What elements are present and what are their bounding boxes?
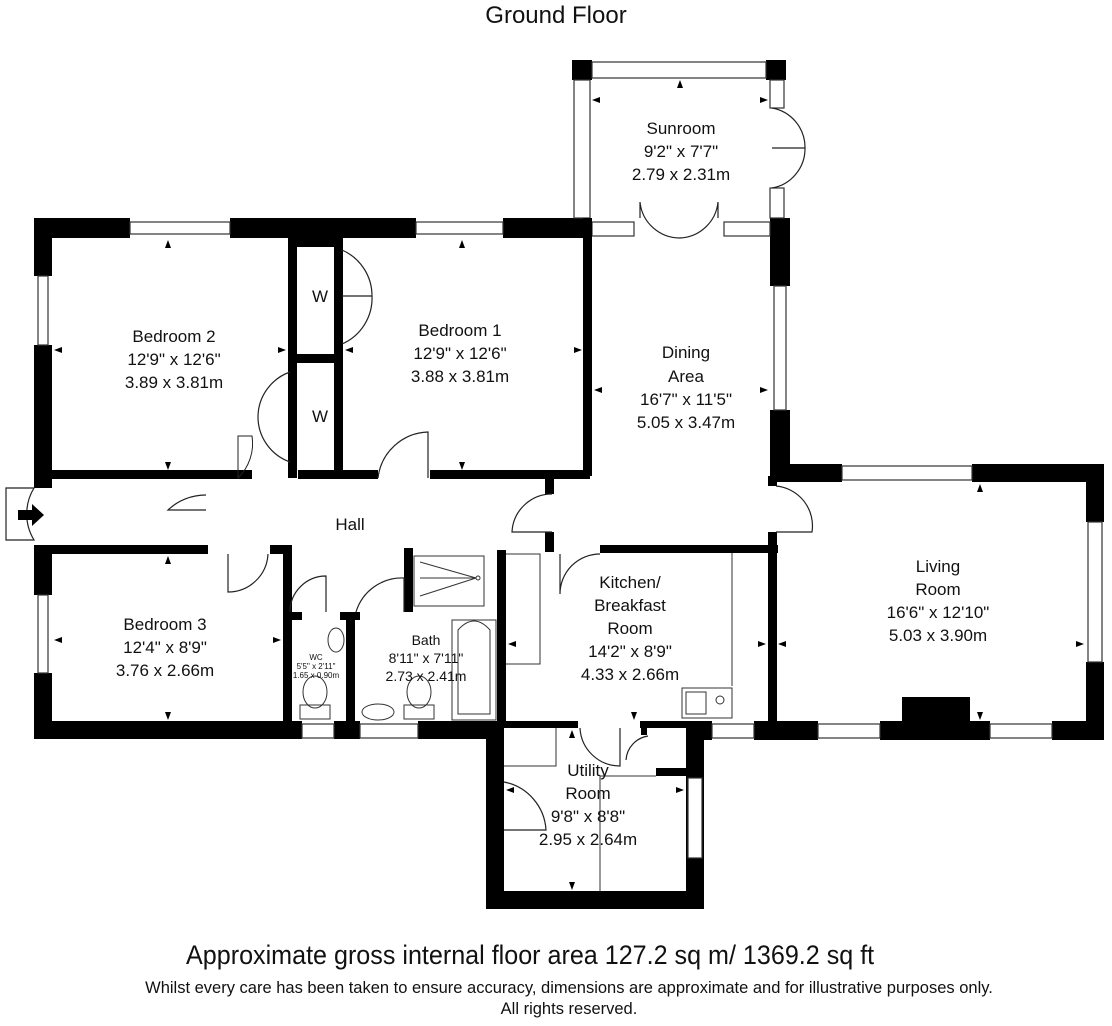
entrance-arrow-icon bbox=[18, 504, 44, 526]
worktop bbox=[506, 553, 541, 665]
floor-title: Ground Floor bbox=[485, 2, 627, 29]
kitchen-name-2: Breakfast bbox=[594, 596, 666, 615]
fireplace-icon bbox=[902, 697, 970, 723]
dining-metric: 5.05 x 3.47m bbox=[637, 413, 735, 432]
disclaimer-line-1: Whilst every care has been taken to ensu… bbox=[145, 979, 993, 997]
bedroom2-name: Bedroom 2 bbox=[132, 327, 215, 346]
dimension-markers bbox=[54, 80, 1084, 890]
living-name-2: Room bbox=[915, 580, 960, 599]
utility-name-1: Utility bbox=[567, 761, 609, 780]
bedroom2-metric: 3.89 x 3.81m bbox=[125, 373, 223, 392]
windows bbox=[37, 61, 1103, 859]
living-metric: 5.03 x 3.90m bbox=[889, 626, 987, 645]
interior-walls bbox=[52, 218, 778, 776]
bathtub-icon bbox=[451, 619, 497, 721]
exterior-walls bbox=[34, 60, 1104, 909]
floor-area-text: Approximate gross internal floor area 12… bbox=[186, 940, 875, 970]
bath-imperial: 8'11" x 7'11" bbox=[389, 650, 464, 666]
doors bbox=[5, 107, 814, 831]
utility-imperial: 9'8" x 8'8" bbox=[551, 807, 625, 826]
bedroom3-metric: 3.76 x 2.66m bbox=[116, 661, 214, 680]
bath-metric: 2.73 x 2.41m bbox=[386, 668, 467, 684]
bedroom3-imperial: 12'4" x 8'9" bbox=[123, 638, 207, 657]
bath-name: Bath bbox=[412, 632, 441, 648]
worktop bbox=[599, 775, 656, 891]
worktop bbox=[504, 728, 557, 767]
kitchen-metric: 4.33 x 2.66m bbox=[581, 665, 679, 684]
shower-tray-icon bbox=[413, 555, 485, 607]
wc-imperial: 5'5" x 2'11" bbox=[297, 662, 336, 671]
disclaimer-line-2: All rights reserved. bbox=[500, 1000, 638, 1018]
wc-name: WC bbox=[309, 653, 323, 662]
bedroom1-name: Bedroom 1 bbox=[418, 321, 501, 340]
bedroom2-imperial: 12'9" x 12'6" bbox=[127, 350, 220, 369]
basin-icon bbox=[327, 627, 395, 721]
utility-name-2: Room bbox=[565, 784, 610, 803]
living-imperial: 16'6" x 12'10" bbox=[887, 603, 990, 622]
sunroom-metric: 2.79 x 2.31m bbox=[632, 165, 730, 184]
dining-imperial: 16'7" x 11'5" bbox=[640, 390, 732, 409]
bedroom1-imperial: 12'9" x 12'6" bbox=[413, 344, 506, 363]
kitchen-name-3: Room bbox=[607, 619, 652, 638]
wardrobe-label: W bbox=[312, 407, 328, 426]
disclaimer: Whilst every care has been taken to ensu… bbox=[0, 978, 1112, 1020]
hall-name: Hall bbox=[335, 515, 364, 534]
wc-metric: 1.65 x 0.90m bbox=[293, 671, 340, 680]
sunroom-name: Sunroom bbox=[647, 119, 716, 138]
bedroom1-metric: 3.88 x 3.81m bbox=[411, 367, 509, 386]
dining-name-2: Area bbox=[668, 367, 704, 386]
kitchen-imperial: 14'2" x 8'9" bbox=[588, 642, 672, 661]
bedroom3-name: Bedroom 3 bbox=[123, 615, 206, 634]
living-name-1: Living bbox=[916, 557, 960, 576]
kitchen-name-1: Kitchen/ bbox=[599, 573, 661, 592]
sunroom-imperial: 9'2" x 7'7" bbox=[644, 142, 718, 161]
room-labels: Sunroom 9'2" x 7'7" 2.79 x 2.31m Bedroom… bbox=[116, 119, 989, 849]
wardrobe-label: W bbox=[312, 287, 328, 306]
dining-name-1: Dining bbox=[662, 343, 710, 362]
utility-metric: 2.95 x 2.64m bbox=[539, 830, 637, 849]
toilet-icon bbox=[299, 675, 435, 720]
kitchen-sink-icon bbox=[681, 687, 733, 719]
